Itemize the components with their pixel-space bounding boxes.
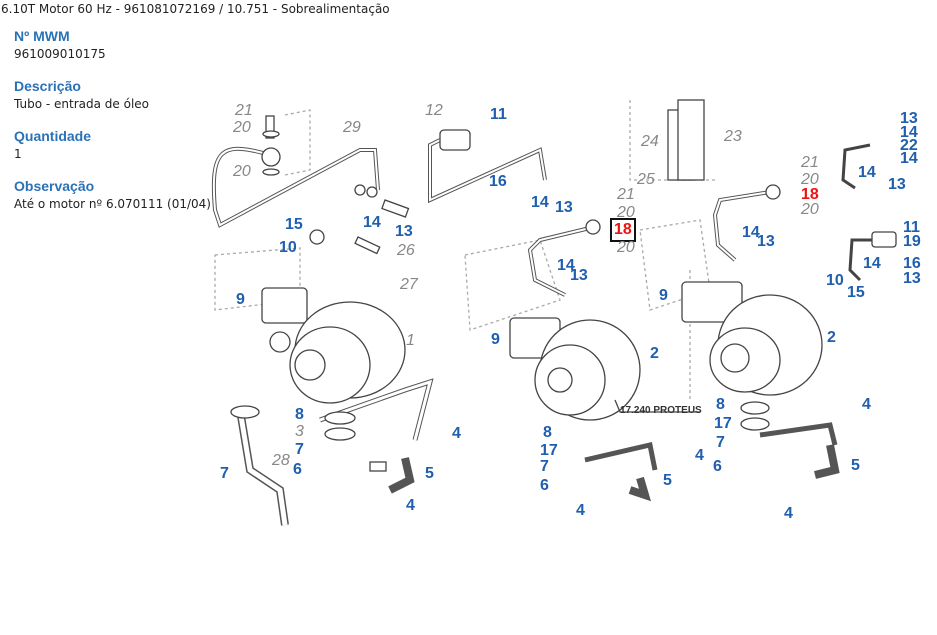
turbocharger-1: [230, 287, 434, 526]
callout-22[interactable]: 22: [900, 137, 918, 154]
oil-pipe-right: [667, 99, 897, 282]
callout-19[interactable]: 19: [903, 233, 921, 250]
callout-21: 21: [617, 186, 635, 203]
callout-14[interactable]: 14: [900, 150, 918, 167]
callout-5[interactable]: 5: [425, 465, 434, 482]
callout-13[interactable]: 13: [555, 199, 573, 216]
description-label: Descrição: [14, 78, 81, 94]
callout-4[interactable]: 4: [452, 425, 461, 442]
oil-pipe-left: [211, 115, 410, 255]
callout-6[interactable]: 6: [713, 458, 722, 475]
variant-note: 17.240 PROTEUS: [620, 405, 702, 416]
oil-pipe-middle: [428, 129, 601, 297]
callout-4[interactable]: 4: [576, 502, 585, 519]
description-value: Tubo - entrada de óleo: [14, 97, 150, 111]
callout-4[interactable]: 4: [695, 447, 704, 464]
callout-14[interactable]: 14: [363, 214, 381, 231]
engine-outline: [214, 100, 715, 400]
observation-label: Observação: [14, 178, 95, 194]
callout-8[interactable]: 8: [716, 396, 725, 413]
callout-10[interactable]: 10: [279, 239, 297, 256]
callout-5[interactable]: 5: [851, 457, 860, 474]
callout-18-selected[interactable]: 18: [610, 218, 636, 242]
callout-21: 21: [801, 154, 819, 171]
callout-20: 20: [617, 239, 635, 256]
callout-2[interactable]: 2: [827, 329, 836, 346]
callout-15[interactable]: 15: [847, 284, 865, 301]
callout-11[interactable]: 11: [903, 219, 920, 236]
callout-12: 12: [425, 102, 443, 119]
callout-15[interactable]: 15: [285, 216, 303, 233]
callout-6[interactable]: 6: [540, 477, 549, 494]
callout-20: 20: [617, 204, 635, 221]
callout-23: 23: [724, 128, 742, 145]
callout-17[interactable]: 17: [714, 415, 732, 432]
callout-4[interactable]: 4: [862, 396, 871, 413]
part-details: Nº MWM 961009010175 Descrição Tubo - ent…: [14, 26, 214, 226]
callout-7[interactable]: 7: [540, 458, 549, 475]
quantity-label: Quantidade: [14, 128, 92, 144]
callout-16[interactable]: 16: [903, 255, 921, 272]
callout-21: 21: [235, 102, 253, 119]
callout-13[interactable]: 13: [900, 110, 918, 127]
callout-1: 1: [406, 332, 415, 349]
callout-6[interactable]: 6: [293, 461, 302, 478]
callout-4[interactable]: 4: [406, 497, 415, 514]
callout-9[interactable]: 9: [236, 291, 245, 308]
callout-13[interactable]: 13: [903, 270, 921, 287]
mwm-value: 961009010175: [14, 47, 106, 61]
callout-14[interactable]: 14: [858, 164, 876, 181]
callout-13[interactable]: 13: [395, 223, 413, 240]
callout-10[interactable]: 10: [826, 272, 844, 289]
callout-24: 24: [641, 133, 659, 150]
callout-20: 20: [233, 119, 251, 136]
proteus-leader: [614, 399, 700, 413]
callout-14[interactable]: 14: [742, 224, 760, 241]
callout-14[interactable]: 14: [863, 255, 881, 272]
callout-4[interactable]: 4: [784, 505, 793, 522]
breadcrumb: 6.10T Motor 60 Hz - 961081072169 / 10.75…: [1, 2, 390, 16]
callout-11[interactable]: 11: [490, 106, 507, 123]
callout-14[interactable]: 14: [557, 257, 575, 274]
callout-14[interactable]: 14: [900, 124, 918, 141]
callout-5[interactable]: 5: [663, 472, 672, 489]
turbocharger-2-middle: [509, 317, 658, 502]
callout-8[interactable]: 8: [295, 406, 304, 423]
callout-2[interactable]: 2: [650, 345, 659, 362]
callout-13[interactable]: 13: [570, 267, 588, 284]
callout-25: 25: [637, 171, 655, 188]
callout-7[interactable]: 7: [220, 465, 229, 482]
callout-7[interactable]: 7: [295, 441, 304, 458]
callout-17[interactable]: 17: [540, 442, 558, 459]
callout-26: 26: [397, 242, 415, 259]
quantity-value: 1: [14, 147, 22, 161]
callout-9[interactable]: 9: [491, 331, 500, 348]
callout-18[interactable]: 18: [801, 186, 819, 203]
callout-13[interactable]: 13: [888, 176, 906, 193]
turbocharger-2-right: [681, 281, 840, 479]
callout-16[interactable]: 16: [489, 173, 507, 190]
mwm-label: Nº MWM: [14, 28, 70, 44]
callout-14[interactable]: 14: [531, 194, 549, 211]
callout-27: 27: [400, 276, 418, 293]
callout-9[interactable]: 9: [659, 287, 668, 304]
callout-20: 20: [801, 201, 819, 218]
callout-29: 29: [343, 119, 361, 136]
callout-7[interactable]: 7: [716, 434, 725, 451]
callout-20: 20: [233, 163, 251, 180]
callout-13[interactable]: 13: [757, 233, 775, 250]
observation-value: Até o motor nº 6.070111 (01/04): [14, 197, 211, 211]
callout-8[interactable]: 8: [543, 424, 552, 441]
callout-3: 3: [295, 423, 304, 440]
callout-20: 20: [801, 171, 819, 188]
callout-28: 28: [272, 452, 290, 469]
